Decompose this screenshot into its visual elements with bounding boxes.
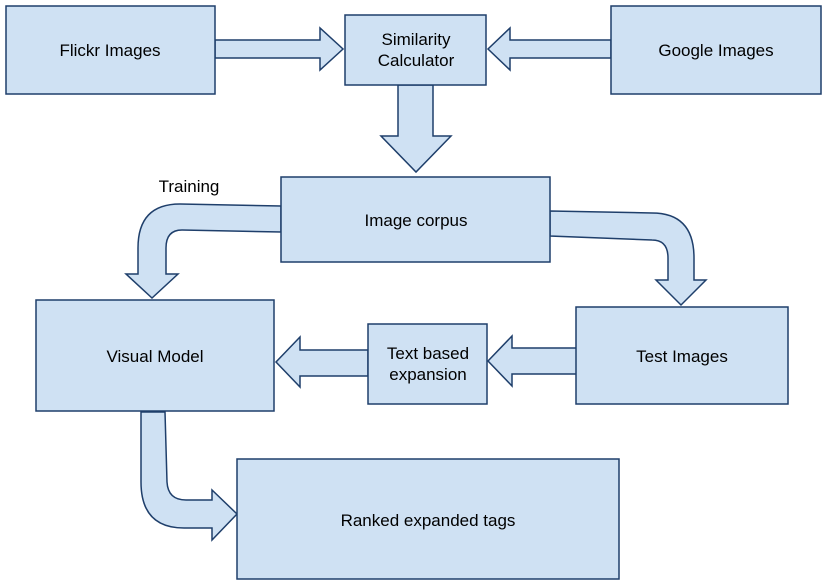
training-label: Training	[159, 177, 220, 196]
test-images-box	[575, 306, 789, 405]
arrow-google-to-similarity	[486, 26, 612, 72]
google-images-box	[610, 5, 822, 95]
arrow-text-expansion-to-visual-model	[274, 335, 369, 389]
test-images-label: Test Images	[636, 347, 728, 366]
image-corpus-label: Image corpus	[365, 211, 468, 230]
arrow-corpus-to-visual-model	[124, 203, 282, 300]
arrow-visual-model-to-ranked-tags	[140, 411, 239, 542]
similarity-calculator-label-line2: Calculator	[378, 51, 455, 70]
arrow-corpus-to-test-images	[549, 210, 708, 307]
image-corpus-box	[280, 176, 551, 263]
visual-model-label: Visual Model	[106, 347, 203, 366]
ranked-expanded-tags-box	[236, 458, 620, 580]
flickr-images-label: Flickr Images	[59, 41, 160, 60]
arrow-test-images-to-text-expansion	[486, 334, 579, 388]
google-images-label: Google Images	[658, 41, 773, 60]
similarity-calculator-box	[344, 14, 487, 86]
visual-model-box	[35, 299, 275, 412]
arrow-similarity-to-corpus	[379, 84, 453, 174]
similarity-calculator-label-line1: Similarity	[382, 30, 451, 49]
text-based-expansion-label-line1: Text based	[387, 344, 469, 363]
arrow-flickr-to-similarity	[214, 26, 345, 72]
text-based-expansion-box	[367, 323, 488, 405]
flickr-images-box	[5, 5, 216, 95]
ranked-expanded-tags-label: Ranked expanded tags	[341, 511, 516, 530]
text-based-expansion-label-line2: expansion	[389, 365, 467, 384]
